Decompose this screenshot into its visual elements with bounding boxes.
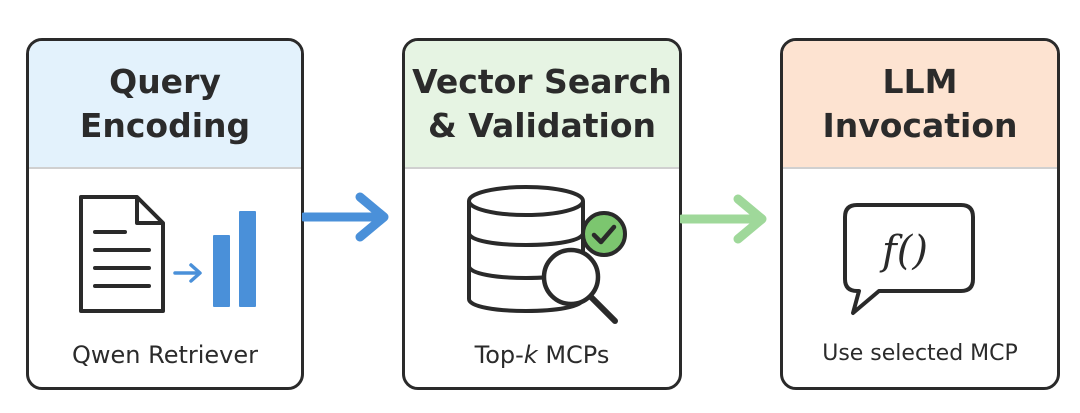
arrow-right-icon-green — [680, 194, 767, 244]
function-call-bubble-icon: f() — [843, 203, 975, 315]
query-encoding-body: Qwen Retriever — [29, 169, 301, 387]
vector-search-caption-pre: Top- — [474, 341, 524, 369]
document-to-vector-icon — [79, 195, 256, 313]
query-encoding-title-line2: Encoding — [79, 106, 251, 145]
query-encoding-header: Query Encoding — [29, 41, 301, 169]
vector-search-caption-k: k — [523, 341, 538, 369]
query-encoding-title-line1: Query — [109, 62, 221, 101]
vector-search-body: Top-k MCPs — [405, 169, 679, 387]
llm-invocation-title-line2: Invocation — [822, 106, 1018, 145]
query-encoding-panel: Query Encoding Qwen Retriever — [26, 38, 304, 390]
arrow-right-icon-blue — [302, 192, 389, 242]
llm-invocation-body: f() Use selected MCP — [783, 169, 1057, 387]
llm-invocation-header: LLM Invocation — [783, 41, 1057, 169]
vector-search-title-line1: Vector Search — [412, 62, 672, 101]
vector-search-caption: Top-k MCPs — [405, 341, 679, 369]
llm-invocation-panel: LLM Invocation f() Use selected MCP — [780, 38, 1060, 390]
query-encoding-caption: Qwen Retriever — [71, 341, 259, 369]
vector-search-title-line2: & Validation — [427, 106, 657, 145]
vector-search-panel: Vector Search & Validation Top-k MCPs — [402, 38, 682, 390]
llm-invocation-title-line1: LLM — [882, 62, 958, 101]
function-call-text: f() — [879, 228, 928, 274]
llm-invocation-caption: Use selected MCP — [822, 341, 1018, 366]
vector-search-header: Vector Search & Validation — [405, 41, 679, 169]
database-search-check-icon — [467, 185, 627, 324]
vector-search-caption-post: MCPs — [537, 341, 610, 369]
